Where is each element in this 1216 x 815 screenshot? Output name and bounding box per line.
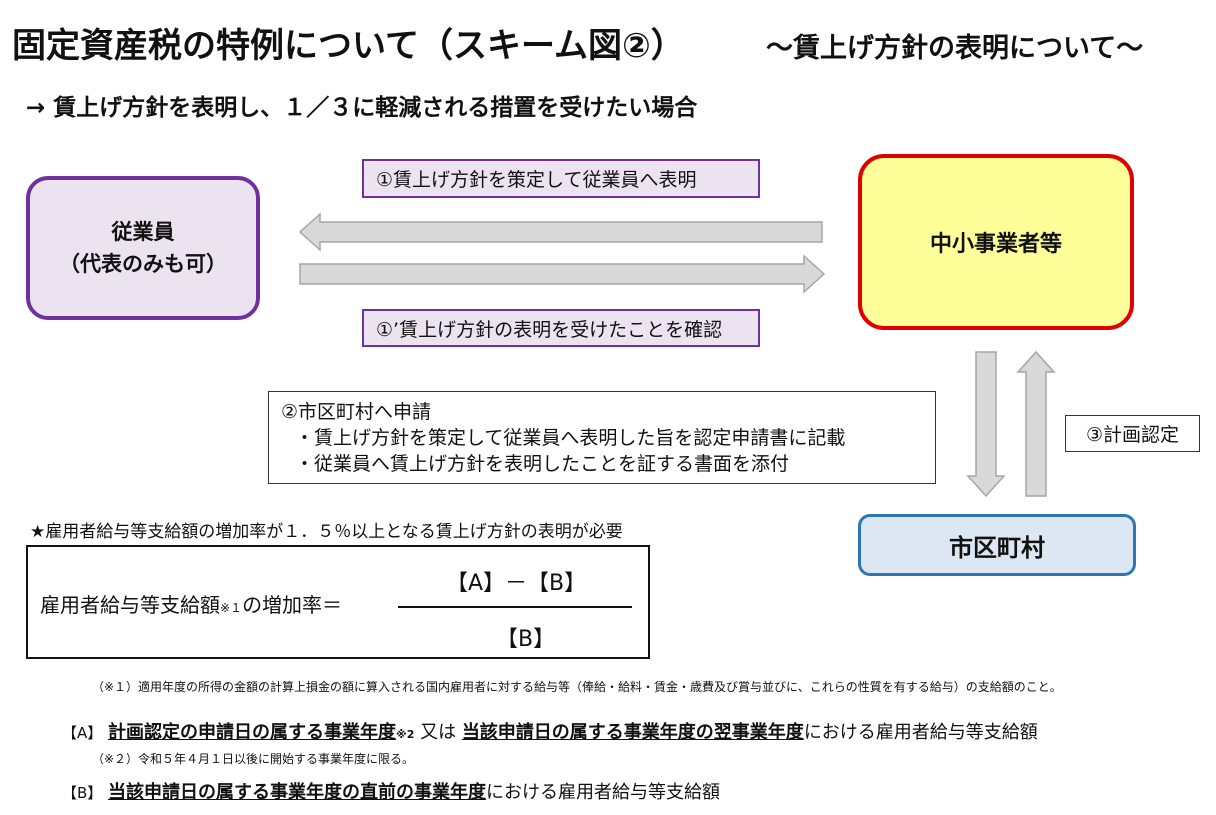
step2-item-2: ・従業員へ賃上げ方針を表明したことを証する書面を添付 xyxy=(295,453,790,475)
step2-box: ②市区町村へ申請 ・賃上げ方針を策定して従業員へ表明した旨を認定申請書に記載 ・… xyxy=(268,391,936,484)
definition-a-mark: ※2 xyxy=(396,728,415,741)
employee-sublabel: （代表のみも可） xyxy=(59,252,227,276)
definition-a-term2: 当該申請日の属する事業年度の翌事業年度 xyxy=(461,722,804,743)
fraction-bar xyxy=(398,606,632,608)
formula-left-mark: ※１ xyxy=(220,601,243,615)
formula-left-text: 雇用者給与等支給額 xyxy=(40,593,220,617)
employee-box: 従業員 （代表のみも可） xyxy=(26,176,260,320)
formula-box: 雇用者給与等支給額※１の増加率＝ 【A】－【B】 【B】 xyxy=(26,545,650,659)
footnote-2: （※２）令和５年４月１日以後に開始する事業年度に限る。 xyxy=(92,752,415,766)
definition-a-term1: 計画認定の申請日の属する事業年度 xyxy=(108,722,396,743)
sme-label: 中小事業者等 xyxy=(929,232,1062,257)
step3-label: ③計画認定 xyxy=(1065,415,1200,452)
definition-b-tag: 【B】 xyxy=(62,784,103,802)
page-title: 固定資産税の特例について（スキーム図②） xyxy=(12,26,685,66)
employee-label: 従業員 xyxy=(111,220,175,244)
step1-prime-text: ①’賃上げ方針の表明を受けたことを確認 xyxy=(376,318,723,341)
footnote-1: （※１）適用年度の所得の金額の計算上損金の額に算入される国内雇用者に対する給与等… xyxy=(92,680,1062,694)
lead-text: → 賃上げ方針を表明し、１／３に軽減される措置を受けたい場合 xyxy=(26,95,698,121)
step1-prime-label: ①’賃上げ方針の表明を受けたことを確認 xyxy=(362,309,760,347)
formula-left-suffix: の増加率＝ xyxy=(242,593,343,617)
definition-a-or: 又は xyxy=(414,722,462,743)
arrow-to-sme xyxy=(299,254,826,294)
page-subtitle: ～賃上げ方針の表明について～ xyxy=(766,33,1144,64)
step2-item-1: ・賃上げ方針を策定して従業員へ表明した旨を認定申請書に記載 xyxy=(295,427,846,449)
step3-text: ③計画認定 xyxy=(1085,424,1180,446)
definition-b-term: 当該申請日の属する事業年度の直前の事業年度 xyxy=(108,782,487,803)
city-box: 市区町村 xyxy=(858,514,1136,576)
formula-left: 雇用者給与等支給額※１の増加率＝ xyxy=(40,589,342,618)
step1-label: ①賃上げ方針を策定して従業員へ表明 xyxy=(362,159,760,198)
step1-text: ①賃上げ方針を策定して従業員へ表明 xyxy=(376,169,697,191)
arrow-to-employee xyxy=(298,212,823,252)
arrow-down-to-city xyxy=(966,351,1006,498)
sme-box: 中小事業者等 xyxy=(858,154,1134,330)
city-label: 市区町村 xyxy=(949,533,1045,562)
requirement-note: ★雇用者給与等支給額の増加率が１．５％以上となる賃上げ方針の表明が必要 xyxy=(30,522,623,542)
formula-numerator: 【A】－【B】 xyxy=(446,571,587,596)
definition-b: 【B】 当該申請日の属する事業年度の直前の事業年度における雇用者給与等支給額 xyxy=(62,778,720,804)
arrow-up-to-sme xyxy=(1016,350,1056,497)
definition-b-tail: における雇用者給与等支給額 xyxy=(486,782,721,803)
step2-title: ②市区町村へ申請 xyxy=(281,401,432,423)
definition-a-tail: における雇用者給与等支給額 xyxy=(803,722,1038,743)
definition-a: 【A】 計画認定の申請日の属する事業年度※2 又は 当該申請日の属する事業年度の… xyxy=(62,718,1038,744)
definition-a-tag: 【A】 xyxy=(62,724,103,742)
formula-denominator: 【B】 xyxy=(496,627,556,652)
